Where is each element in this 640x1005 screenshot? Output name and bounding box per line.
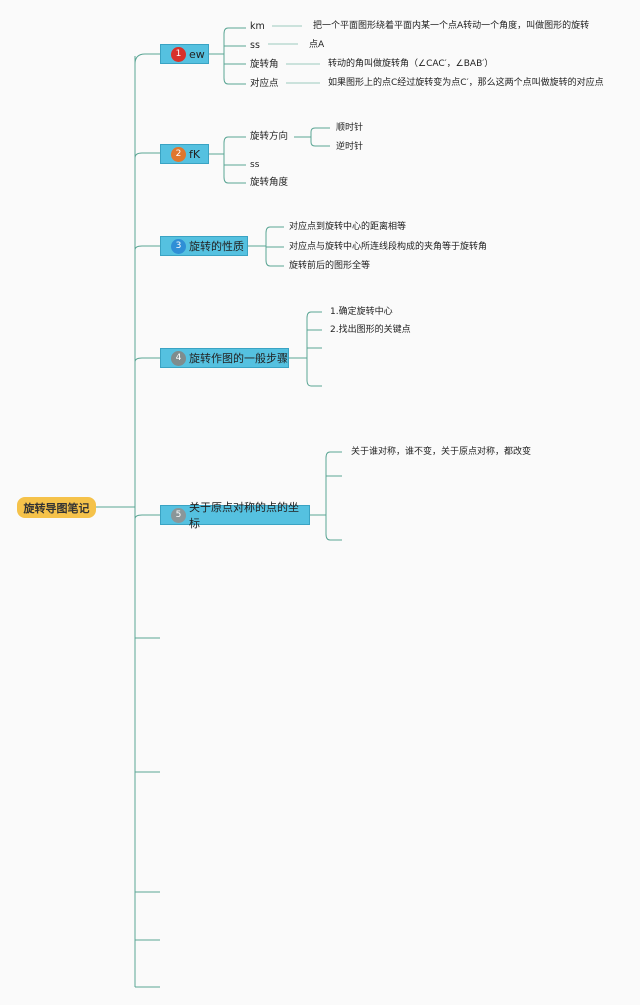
topic-number-badge: 5 [171, 507, 186, 523]
topic-1[interactable]: 1 ew [160, 44, 209, 64]
subtopic-rotation-angle[interactable]: 旋转角 [250, 59, 279, 70]
topic-3[interactable]: 3 旋转的性质 [160, 236, 248, 256]
root-topic-label: 旋转导图笔记 [23, 501, 90, 515]
property-equal-angle[interactable]: 对应点与旋转中心所连线段构成的夹角等于旋转角 [289, 242, 488, 252]
topic-number-badge: 4 [171, 350, 186, 366]
topic-label: 旋转作图的一般步骤 [189, 352, 288, 365]
step-key-points[interactable]: 2.找出图形的关键点 [330, 325, 411, 335]
root-topic[interactable]: 旋转导图笔记 [17, 497, 96, 518]
property-equal-distance[interactable]: 对应点到旋转中心的距离相等 [289, 222, 407, 232]
subtopic-ss[interactable]: ss [250, 40, 260, 51]
subtopic-km[interactable]: km [250, 21, 265, 32]
detail-center[interactable]: 点A [309, 40, 325, 50]
subtopic-rotation-degree[interactable]: 旋转角度 [250, 177, 289, 188]
topic-label: 旋转的性质 [189, 240, 244, 253]
detail-corresponding-point[interactable]: 如果图形上的点C经过旋转变为点C′，那么这两个点叫做旋转的对应点 [328, 78, 604, 88]
symmetry-rule[interactable]: 关于谁对称，谁不变，关于原点对称，都改变 [351, 447, 532, 457]
topic-number-badge: 3 [171, 238, 186, 254]
detail-definition[interactable]: 把一个平面图形绕着平面内某一个点A转动一个角度，叫做图形的旋转 [313, 21, 590, 31]
subtopic-corresponding-point[interactable]: 对应点 [250, 78, 279, 89]
subtopic-ss[interactable]: ss [250, 160, 260, 170]
detail-rotation-angle[interactable]: 转动的角叫做旋转角（∠CAC′，∠BAB′） [328, 59, 494, 69]
topic-2[interactable]: 2 fK [160, 144, 209, 164]
topic-label: fK [189, 147, 201, 161]
property-congruent[interactable]: 旋转前后的图形全等 [289, 261, 371, 271]
topic-label: ew [189, 47, 205, 61]
topic-number-badge: 2 [171, 146, 186, 162]
subtopic-counterclockwise[interactable]: 逆时针 [336, 142, 364, 152]
subtopic-clockwise[interactable]: 顺时针 [336, 123, 364, 133]
topic-5[interactable]: 5 关于原点对称的点的坐标 [160, 501, 310, 530]
subtopic-rotation-direction[interactable]: 旋转方向 [250, 131, 289, 142]
topic-number-badge: 1 [171, 46, 186, 62]
step-find-center[interactable]: 1.确定旋转中心 [330, 307, 393, 317]
topic-4[interactable]: 4 旋转作图的一般步骤 [160, 348, 289, 368]
topic-label: 关于原点对称的点的坐标 [189, 501, 299, 530]
